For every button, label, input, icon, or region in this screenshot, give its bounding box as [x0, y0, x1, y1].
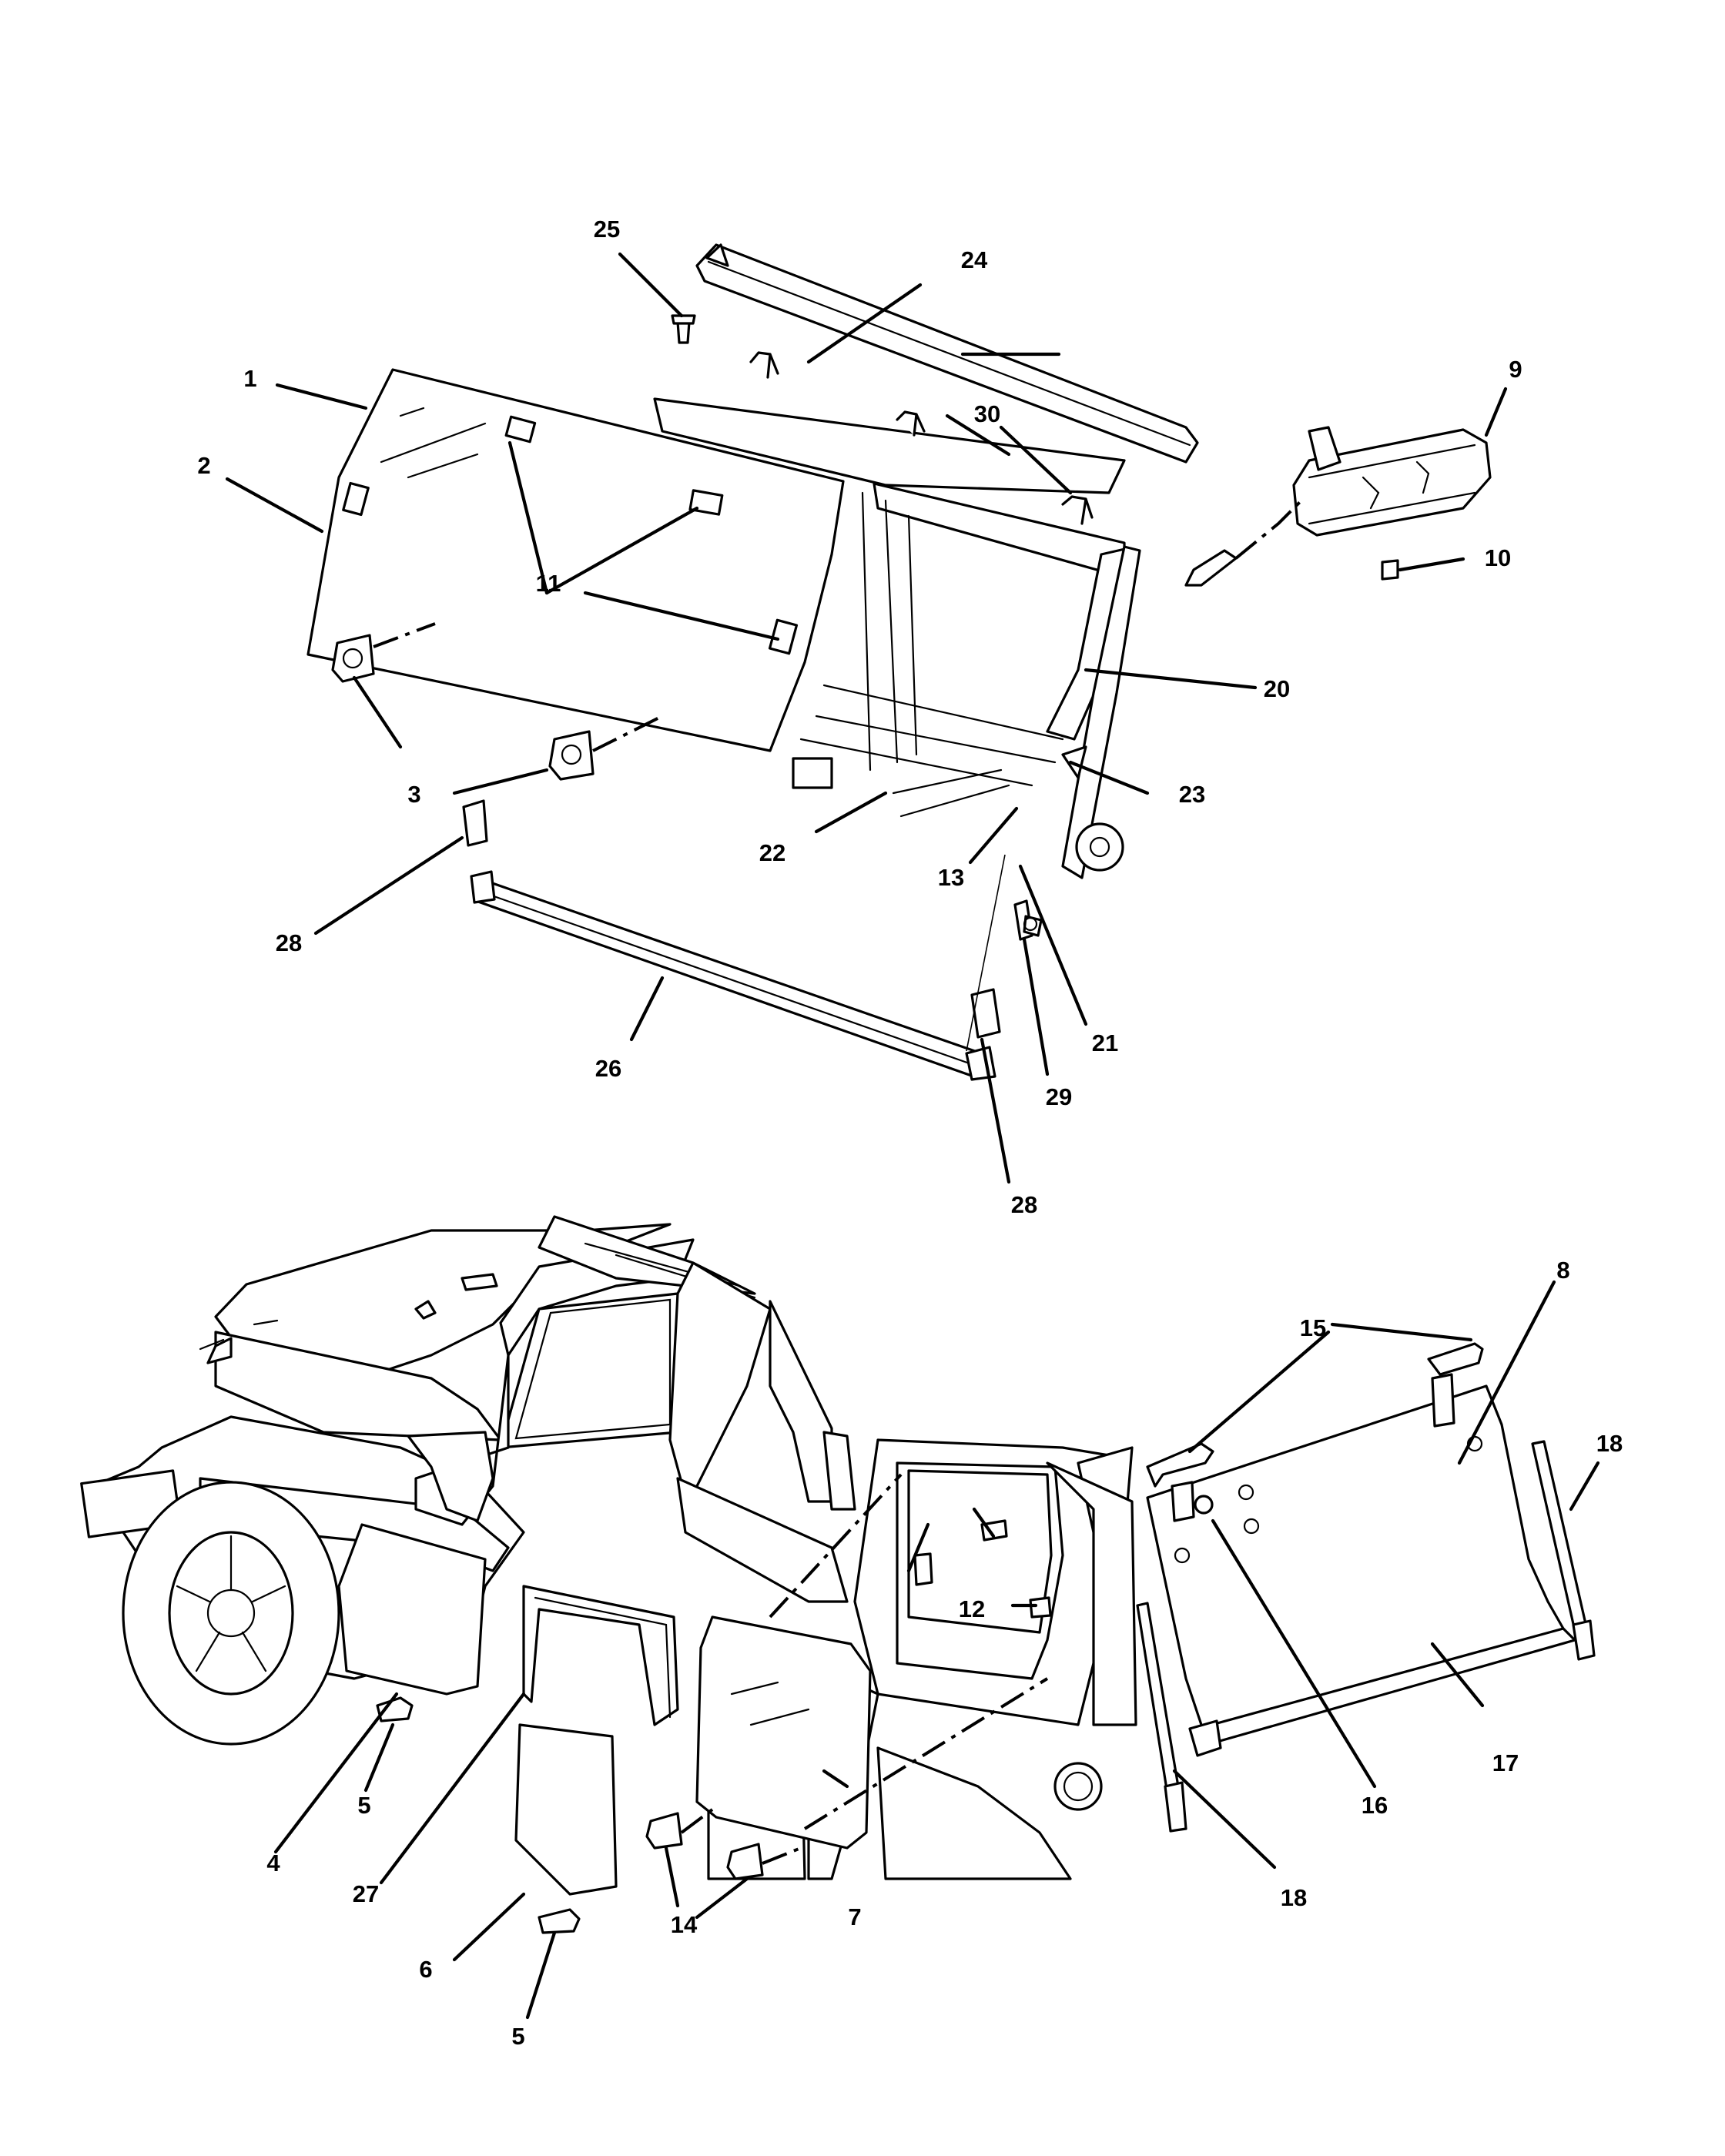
seal-27: [522, 1585, 679, 1726]
windshield-glass: [306, 368, 845, 752]
callout-10: 10: [1485, 544, 1511, 571]
callout-27: 27: [353, 1880, 379, 1907]
callout-16: 16: [1362, 1792, 1388, 1819]
callout-30: 30: [974, 400, 1000, 427]
rear-window-8: [1146, 1384, 1565, 1738]
callout-4: 4: [266, 1850, 280, 1876]
callout-20: 20: [1264, 675, 1290, 702]
callout-22: 22: [759, 839, 785, 866]
callout-17: 17: [1492, 1749, 1519, 1776]
pads-12: [913, 1519, 1052, 1619]
clips-30: [749, 351, 1094, 525]
liftgate-glass-7: [695, 1615, 872, 1850]
gas-struts-18: [1136, 1440, 1596, 1833]
callout-5b: 5: [511, 2023, 524, 2050]
callout-7: 7: [848, 1903, 861, 1930]
hinges-15: [1146, 1342, 1484, 1522]
callout-8: 8: [1556, 1257, 1569, 1284]
leader-lines: [225, 252, 1600, 2020]
callout-labels: 1 2 3 4 5 5 6 7 8 9 10 11 12 13 14 15 16…: [197, 216, 1623, 2050]
callout-18b: 18: [1281, 1884, 1307, 1911]
dash-lines-12: [769, 1473, 1049, 1830]
callout-12: 12: [959, 1595, 985, 1622]
callout-13: 13: [938, 864, 964, 891]
windshield-top-seal: [695, 243, 1199, 464]
hinges-14: [645, 1808, 802, 1880]
callout-18a: 18: [1596, 1430, 1623, 1457]
callout-9: 9: [1509, 356, 1522, 383]
cowl-seal-26: [470, 870, 996, 1081]
rearview-mirror: [1184, 426, 1492, 587]
callout-21: 21: [1092, 1029, 1118, 1056]
callout-14: 14: [671, 1911, 698, 1938]
callout-5a: 5: [357, 1792, 370, 1819]
callout-11: 11: [536, 570, 561, 597]
callout-28a: 28: [276, 929, 302, 956]
callout-6: 6: [419, 1956, 432, 1983]
windshield-frame: [653, 397, 1141, 879]
callout-15: 15: [1300, 1314, 1326, 1341]
bracket-29: [1013, 899, 1043, 941]
fastener-25: [671, 314, 696, 344]
vent-glass-6: [514, 1723, 618, 1896]
callout-3: 3: [407, 781, 420, 808]
callout-23: 23: [1179, 781, 1205, 808]
clips-5: [376, 1696, 581, 1934]
pads-28: [462, 799, 1001, 1039]
callout-25: 25: [594, 216, 620, 243]
vehicle-body: [80, 1215, 1137, 1880]
callout-28b: 28: [1011, 1191, 1037, 1218]
fastener-16: [1194, 1495, 1214, 1515]
callout-24: 24: [961, 246, 988, 273]
callout-26: 26: [595, 1055, 621, 1082]
callout-1: 1: [243, 365, 256, 392]
quarter-glass-4: [337, 1523, 487, 1696]
hinges-3: [331, 622, 663, 781]
callout-29: 29: [1046, 1083, 1072, 1110]
callout-2: 2: [197, 452, 210, 479]
